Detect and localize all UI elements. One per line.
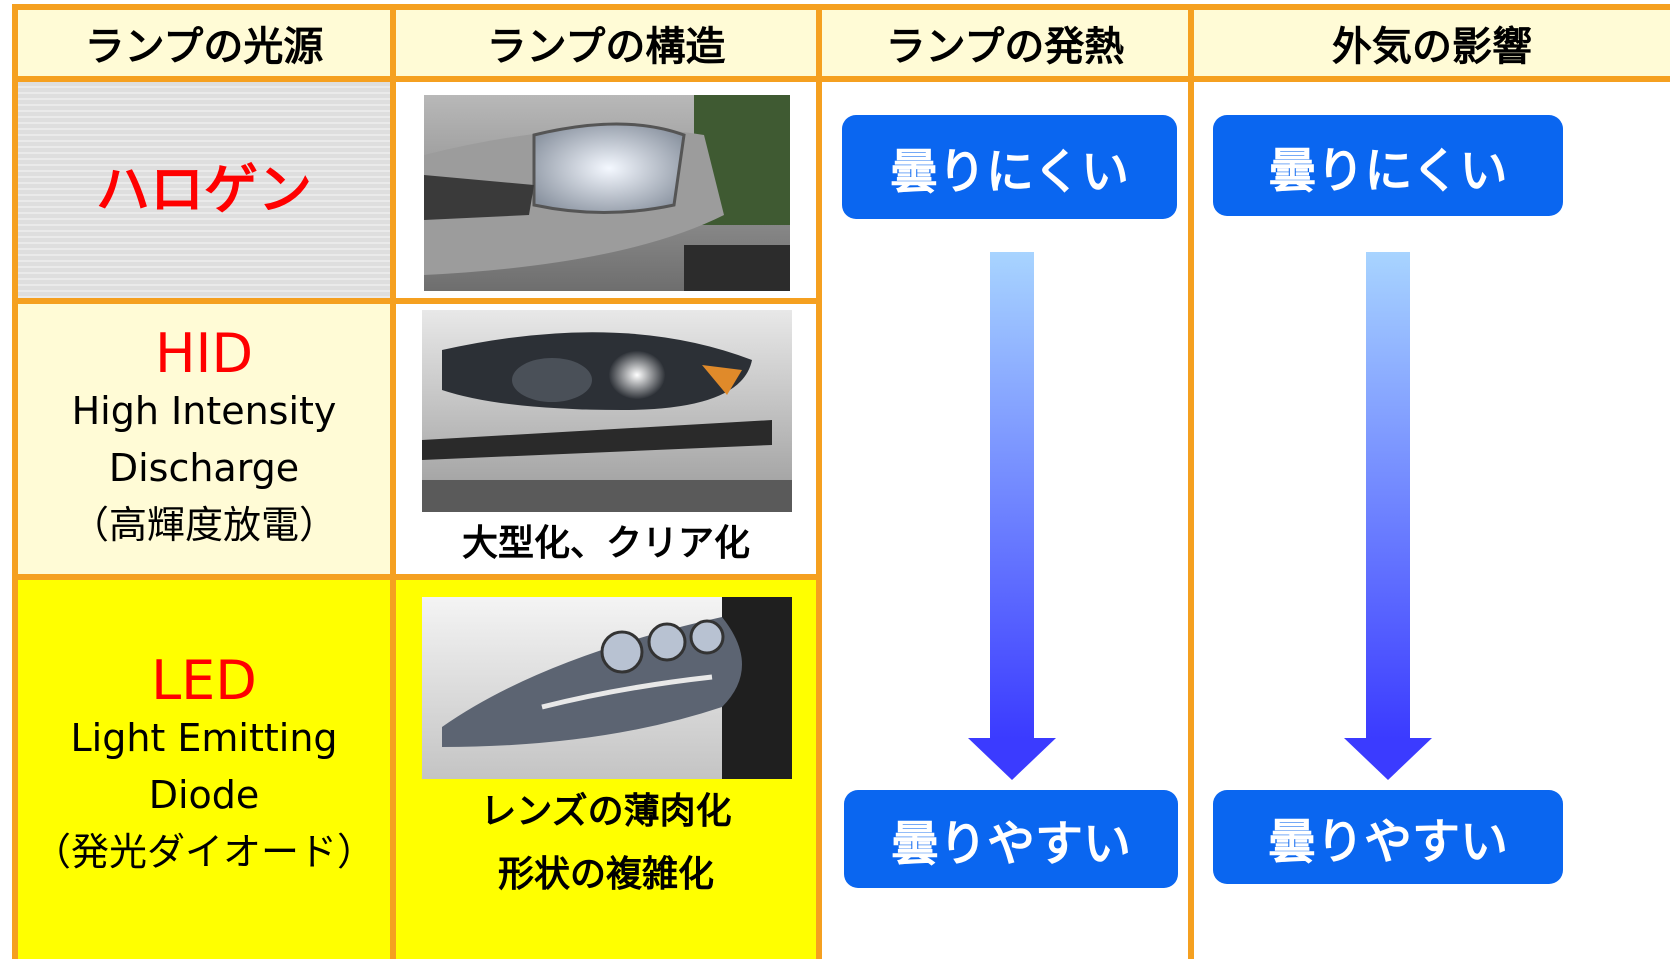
header-outside-air: 外気の影響 (1194, 10, 1670, 76)
led-structure-caption-1: レンズの薄肉化 (480, 791, 732, 832)
grid-col3 (1188, 4, 1194, 959)
led-structure-caption-2: 形状の複雑化 (497, 854, 714, 895)
heat-top-pill: 曇りにくい (842, 115, 1177, 219)
source-led-line1: Light Emitting (70, 716, 338, 761)
led-headlight-photo (422, 597, 792, 779)
halogen-headlight-photo (424, 95, 790, 291)
header-lamp-heat: ランプの発熱 (822, 10, 1188, 76)
source-led-name: LED (151, 648, 257, 712)
header-lamp-structure: ランプの構造 (396, 10, 816, 76)
hid-headlight-photo (422, 310, 792, 512)
outside-top-pill: 曇りにくい (1213, 115, 1563, 216)
source-halogen: ハロゲン (18, 82, 390, 298)
grid-row2-bottom (12, 574, 822, 580)
grid-top (12, 4, 1670, 10)
led-cell-bg (18, 580, 390, 959)
outside-down-arrow-icon (1344, 252, 1432, 782)
source-led-line2: Diode (148, 773, 260, 818)
hid-structure-caption: 大型化、クリア化 (461, 523, 750, 564)
header-lamp-source: ランプの光源 (18, 10, 390, 76)
source-hid-line3: （高輝度放電） (70, 503, 337, 548)
source-hid-name: HID (154, 321, 254, 385)
source-led: LED Light Emitting Diode （発光ダイオード） (18, 596, 390, 936)
source-hid-line1: High Intensity (71, 389, 337, 434)
grid-left (12, 4, 18, 959)
halogen-cell-bg (18, 82, 390, 298)
outside-bottom-pill: 曇りやすい (1213, 790, 1563, 884)
grid-row1-bottom (12, 298, 822, 304)
hid-cell-bg (18, 304, 390, 574)
heat-down-arrow-icon (968, 252, 1056, 782)
source-hid-line2: Discharge (108, 446, 300, 491)
source-halogen-name: ハロゲン (96, 158, 312, 222)
grid-header-bottom (12, 76, 1670, 82)
grid-col2 (816, 4, 822, 959)
source-hid: HID High Intensity Discharge （高輝度放電） (18, 304, 390, 574)
source-led-line3: （発光ダイオード） (32, 830, 375, 875)
grid-col1 (390, 4, 396, 959)
heat-bottom-pill: 曇りやすい (844, 790, 1178, 888)
